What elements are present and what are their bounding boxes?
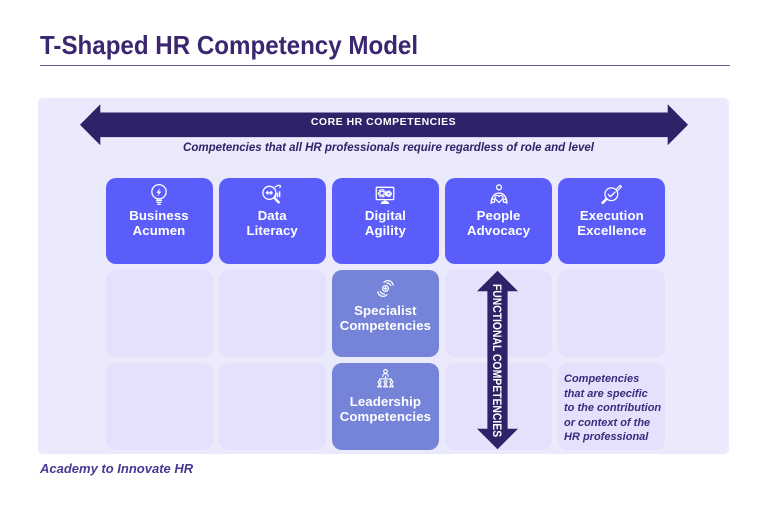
svg-text:FUNCTIONAL COMPETENCIES: FUNCTIONAL COMPETENCIES: [490, 284, 503, 438]
